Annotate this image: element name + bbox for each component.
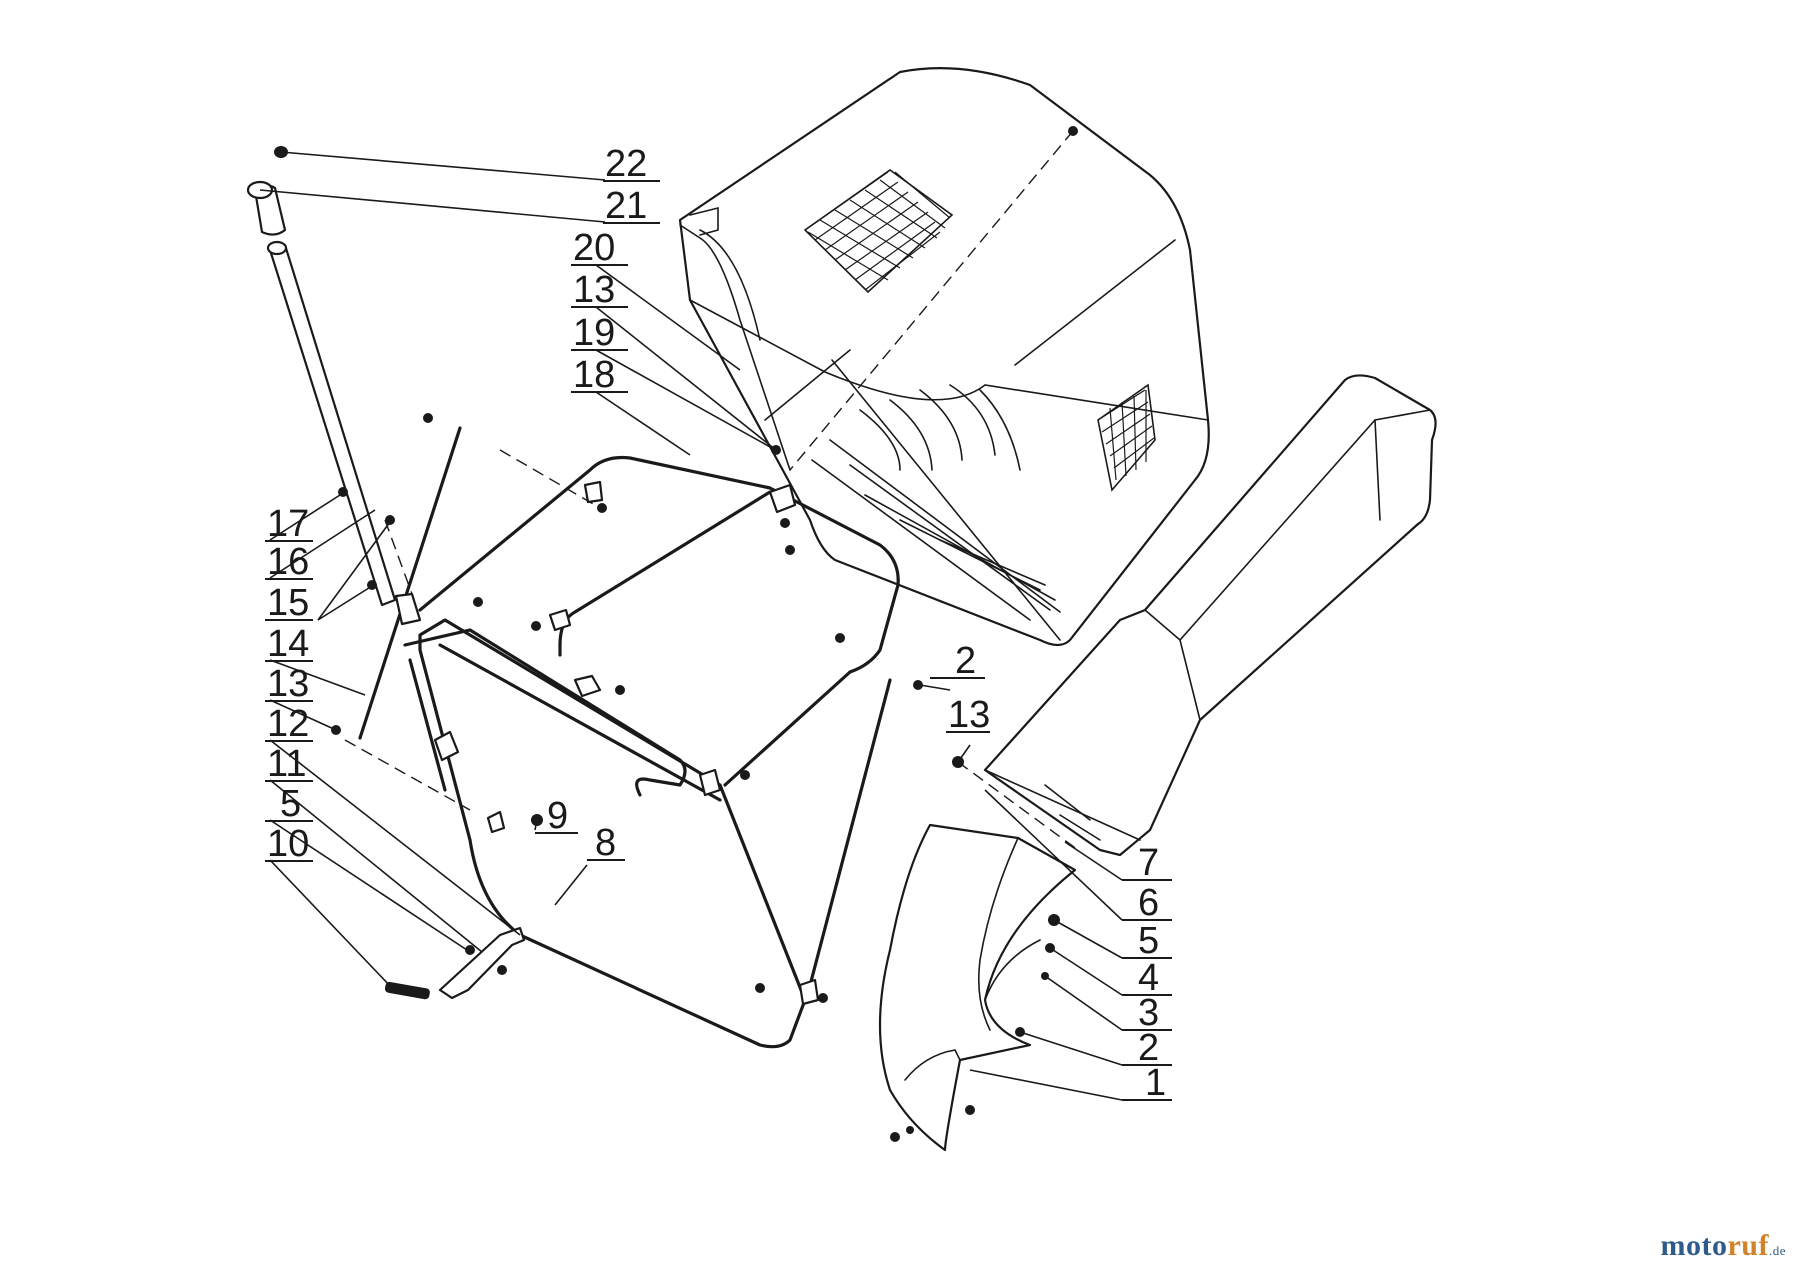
label-10: 10 xyxy=(267,823,309,865)
label-13-left: 13 xyxy=(267,663,309,705)
label-11: 11 xyxy=(267,743,306,785)
label-2-right: 2 xyxy=(1138,1027,1159,1069)
label-18: 18 xyxy=(573,354,615,396)
watermark-suffix: .de xyxy=(1768,1243,1786,1258)
spring-10 xyxy=(384,981,430,1000)
label-13-top: 13 xyxy=(573,269,615,311)
deflector xyxy=(878,823,1077,1152)
label-9: 9 xyxy=(547,795,568,837)
label-5-right: 5 xyxy=(1138,920,1159,962)
label-22: 22 xyxy=(605,143,647,185)
grass-bag xyxy=(678,67,1210,647)
handle-rod xyxy=(246,146,422,626)
label-5-left: 5 xyxy=(280,783,301,825)
label-12: 12 xyxy=(267,703,309,745)
label-14: 14 xyxy=(267,623,309,665)
watermark-logo: motoruf.de xyxy=(1660,1229,1786,1263)
watermark-part2: ruf xyxy=(1727,1229,1769,1262)
part-numbers: 22 21 20 13 19 18 17 16 15 14 13 12 11 5… xyxy=(265,143,1172,1104)
label-7: 7 xyxy=(1138,842,1159,884)
label-4: 4 xyxy=(1138,957,1159,999)
latch-assembly xyxy=(384,926,526,1000)
label-1: 1 xyxy=(1145,1062,1166,1104)
watermark-part1: moto xyxy=(1660,1229,1728,1262)
label-20: 20 xyxy=(573,227,615,269)
label-3: 3 xyxy=(1138,992,1159,1034)
label-2-mid: 2 xyxy=(955,640,976,682)
discharge-chute xyxy=(983,374,1437,857)
label-19: 19 xyxy=(573,312,615,354)
mesh-window-top xyxy=(803,169,954,294)
label-17: 17 xyxy=(267,503,309,545)
label-21: 21 xyxy=(605,185,647,227)
leader-lines xyxy=(259,151,1123,1101)
label-15: 15 xyxy=(267,582,309,624)
mesh-window-side xyxy=(1097,383,1156,492)
label-6: 6 xyxy=(1138,882,1159,924)
label-16: 16 xyxy=(267,541,309,583)
label-13-right: 13 xyxy=(948,694,990,736)
label-8: 8 xyxy=(595,822,616,864)
